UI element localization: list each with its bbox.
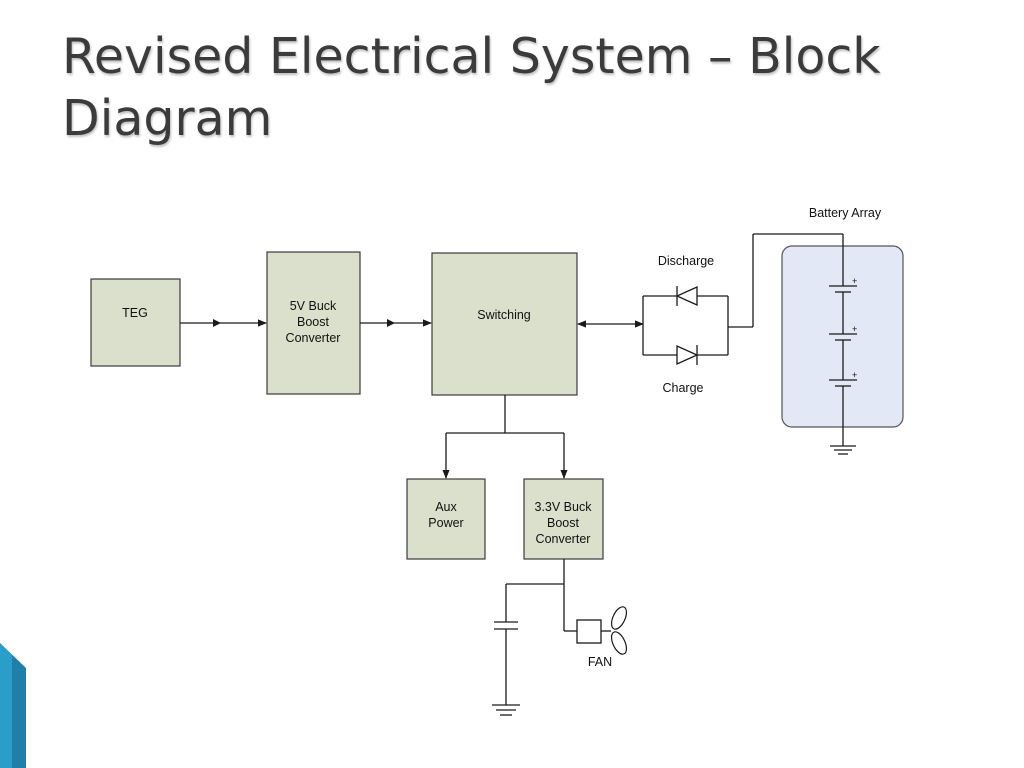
capacitor-icon	[494, 621, 518, 630]
buck-boost-5v-block: 5V Buck Boost Converter	[266, 251, 361, 395]
svg-text:+: +	[852, 276, 857, 286]
signal-wires	[180, 319, 644, 479]
buck-5v-label-2: Boost	[297, 315, 329, 329]
teg-label: TEG	[122, 306, 148, 320]
fan-icon	[576, 606, 628, 655]
arrow-icon	[387, 319, 395, 327]
battery-array: Battery Array + + +	[781, 206, 904, 455]
svg-text:+: +	[852, 370, 857, 380]
aux-power-label-2: Power	[428, 516, 463, 530]
output-branch: FAN	[492, 559, 628, 716]
diode-section: Discharge Charge	[642, 233, 843, 395]
slide-title: Revised Electrical System – Block Diagra…	[62, 26, 962, 150]
slide-title-line-1: Revised Electrical System – Block	[62, 28, 881, 85]
fan-label: FAN	[588, 655, 612, 669]
switching-label: Switching	[477, 308, 531, 322]
aux-power-block: Aux Power	[406, 478, 486, 560]
arrow-icon	[213, 319, 221, 327]
charge-label: Charge	[663, 381, 704, 395]
battery-array-label: Battery Array	[809, 206, 882, 220]
buck-3v3-label-2: Boost	[547, 516, 579, 530]
diode-icon	[676, 344, 699, 366]
diode-icon	[675, 285, 698, 307]
ground-icon	[830, 445, 856, 455]
corner-accent-decoration	[0, 643, 26, 768]
buck-3v3-label-1: 3.3V Buck	[535, 500, 593, 514]
switching-block: Switching	[431, 252, 578, 396]
svg-text:+: +	[852, 324, 857, 334]
teg-block: TEG	[90, 278, 181, 367]
buck-boost-3v3-block: 3.3V Buck Boost Converter	[523, 478, 604, 560]
buck-3v3-label-3: Converter	[536, 532, 591, 546]
buck-5v-label-1: 5V Buck	[290, 299, 337, 313]
slide-title-line-2: Diagram	[62, 90, 273, 147]
ground-icon	[492, 704, 520, 716]
discharge-label: Discharge	[658, 254, 714, 268]
buck-5v-label-3: Converter	[286, 331, 341, 345]
aux-power-label-1: Aux	[435, 500, 457, 514]
